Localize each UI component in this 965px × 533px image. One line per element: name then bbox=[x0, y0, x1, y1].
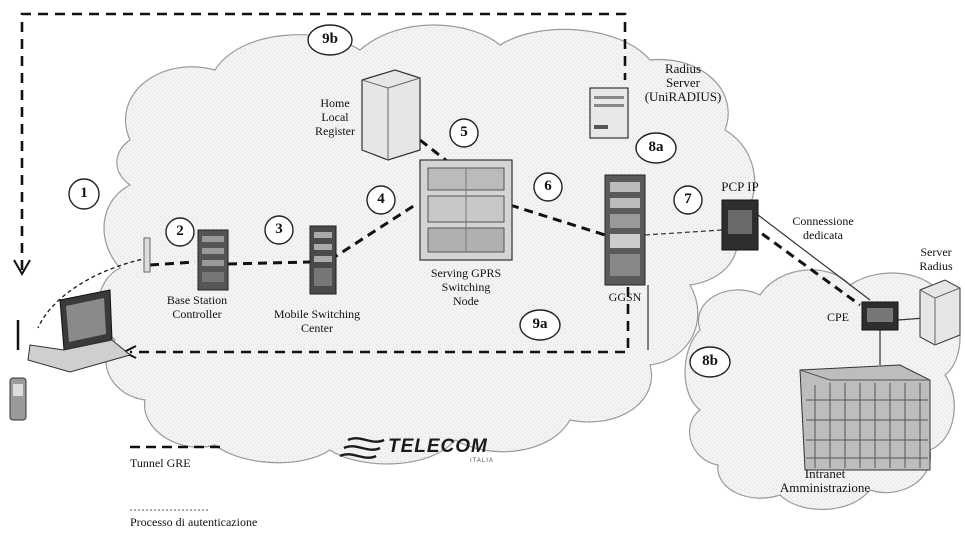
step-8b-circle bbox=[689, 346, 731, 378]
step-5-label: 5 bbox=[460, 124, 468, 140]
step-4-circle bbox=[366, 185, 396, 215]
step-6-label: 6 bbox=[544, 178, 552, 194]
step-9a-label: 9a bbox=[532, 316, 548, 332]
mobile-phone-icon bbox=[9, 377, 27, 421]
radius-server-label: Radius Server (UniRADIUS) bbox=[644, 61, 722, 104]
step-2-circle bbox=[165, 217, 195, 247]
antenna-icon bbox=[143, 237, 151, 273]
legend-auth-label: Processo di autenticazione bbox=[130, 515, 258, 529]
radio-link bbox=[37, 257, 149, 329]
step-markers bbox=[68, 24, 731, 378]
connessione-label: Connessione dedicata bbox=[792, 214, 854, 242]
telecom-logo-subtext: ITALIA bbox=[470, 458, 494, 464]
ggsn-rack-icon bbox=[604, 174, 646, 286]
server-radius-icon bbox=[919, 279, 961, 346]
cpe-label: CPE bbox=[826, 310, 849, 324]
bsc-label: Base Station Controller bbox=[166, 293, 228, 321]
pcp-label: PCP IP bbox=[721, 179, 759, 194]
telecom-logo-text: TELECOM bbox=[388, 436, 488, 457]
step-8b-label: 8b bbox=[702, 353, 718, 369]
sgsn-switch-icon bbox=[419, 159, 513, 261]
step-9a-circle bbox=[519, 309, 561, 341]
telecom-logo-icon bbox=[339, 437, 385, 459]
step-3-circle bbox=[264, 215, 294, 245]
bsc-rack-icon bbox=[197, 229, 229, 291]
step-1-label: 1 bbox=[80, 185, 88, 201]
hlr-label: Home Local Register bbox=[315, 96, 355, 138]
step-3-label: 3 bbox=[275, 221, 283, 237]
step-1-circle bbox=[68, 178, 100, 210]
step-9b-circle bbox=[307, 24, 353, 56]
msc-rack-icon bbox=[309, 225, 337, 295]
intranet-label: Intranet Amministrazione bbox=[779, 466, 871, 495]
ggsn-label: GGSN bbox=[608, 290, 642, 304]
step-9b-label: 9b bbox=[322, 31, 338, 47]
msc-label: Mobile Switching Center bbox=[273, 307, 361, 335]
sgsn-label: Serving GPRS Switching Node bbox=[430, 266, 502, 308]
intranet-building-icon bbox=[799, 364, 931, 471]
laptop-icon bbox=[16, 289, 132, 373]
hlr-server-icon bbox=[361, 69, 421, 161]
radius-server-icon bbox=[589, 87, 629, 139]
step-5-circle bbox=[449, 118, 479, 148]
pcp-router-icon bbox=[721, 199, 759, 251]
step-8a-circle bbox=[635, 132, 677, 164]
return-path-9a bbox=[130, 270, 630, 354]
cpe-router-icon bbox=[861, 301, 899, 331]
arrow-down-icon bbox=[13, 259, 31, 277]
step-8a-label: 8a bbox=[648, 139, 664, 155]
step-2-label: 2 bbox=[176, 223, 184, 239]
step-7-circle bbox=[673, 185, 703, 215]
step-7-label: 7 bbox=[684, 191, 692, 207]
server-radius-label: Server Radius bbox=[919, 245, 953, 273]
legend-tunnel-label: Tunnel GRE bbox=[130, 456, 191, 470]
step-4-label: 4 bbox=[377, 191, 385, 207]
step-6-circle bbox=[533, 172, 563, 202]
return-path-9b bbox=[20, 12, 627, 270]
